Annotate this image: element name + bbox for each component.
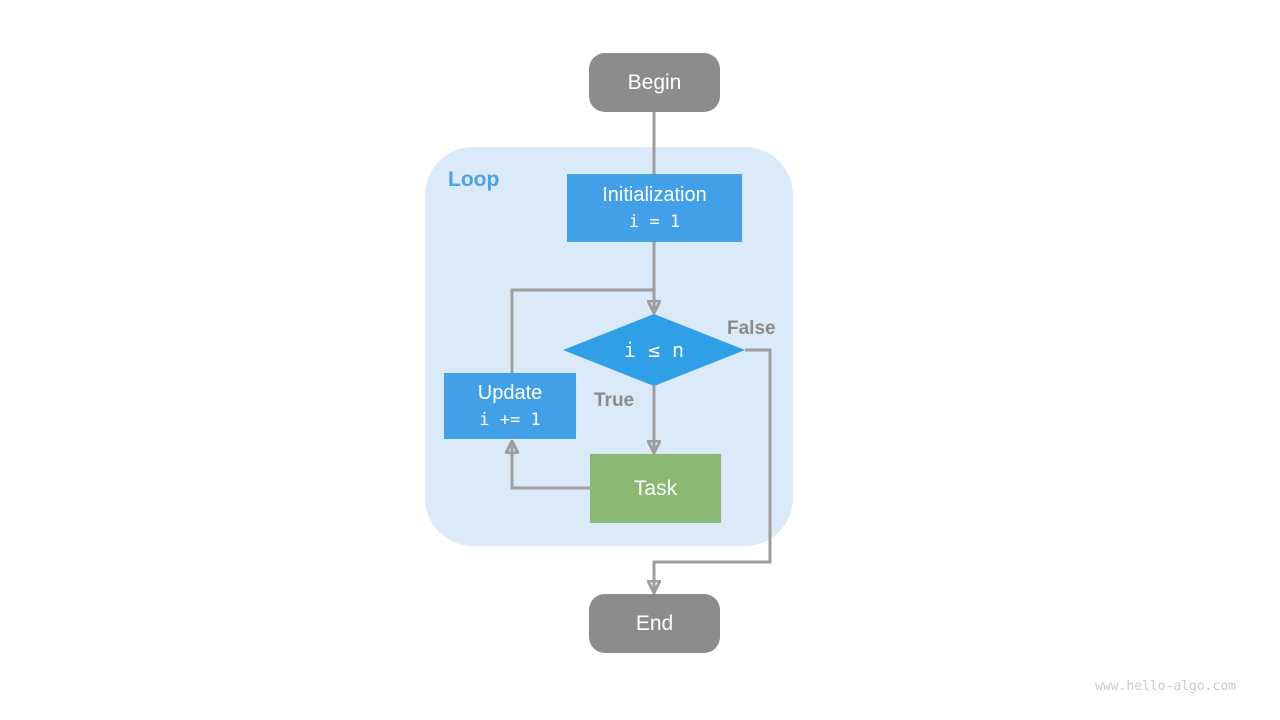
- node-initialization-title: Initialization: [602, 183, 707, 206]
- node-update-title: Update: [477, 381, 543, 404]
- edge-label-false: False: [727, 318, 776, 339]
- edge-task-to-update: [512, 442, 590, 490]
- node-task: Task: [590, 454, 721, 523]
- node-begin-label: Begin: [627, 70, 682, 94]
- node-update: Update i += 1: [444, 373, 576, 439]
- edge-update-to-junction: [510, 288, 655, 373]
- node-end: End: [589, 594, 720, 653]
- node-end-label: End: [635, 611, 674, 635]
- edge-label-true: True: [594, 390, 635, 411]
- node-begin: Begin: [589, 53, 720, 112]
- node-initialization: Initialization i = 1: [567, 174, 742, 242]
- node-initialization-code: i = 1: [628, 211, 681, 232]
- loop-container-label: Loop: [448, 168, 500, 191]
- node-condition-code: i ≤ n: [623, 338, 685, 362]
- node-task-label: Task: [633, 476, 678, 500]
- watermark-text: www.hello-algo.com: [1095, 679, 1236, 694]
- node-update-code: i += 1: [479, 409, 541, 430]
- edge-condition-to-end: [654, 348, 772, 592]
